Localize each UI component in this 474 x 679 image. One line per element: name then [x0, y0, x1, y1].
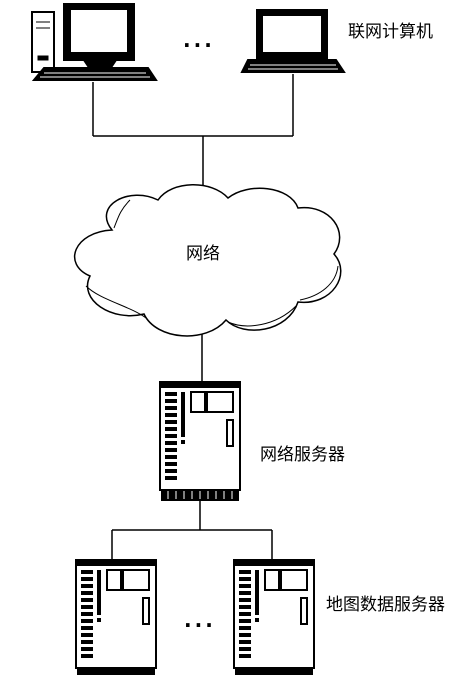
network-cloud-icon [73, 184, 342, 337]
laptop-computer-icon [240, 9, 346, 73]
computers-ellipsis: ... [183, 28, 215, 52]
networked-computers-label: 联网计算机 [348, 22, 433, 42]
map-data-server-icon-1 [75, 559, 157, 677]
map-data-servers-label: 地图数据服务器 [326, 595, 445, 615]
network-server-icon [159, 381, 241, 501]
network-server-label: 网络服务器 [260, 445, 345, 465]
server-connection-lines [111, 500, 273, 560]
computer-connection-lines [92, 74, 294, 196]
map-data-server-icon-2 [233, 559, 315, 677]
desktop-computer-icon [31, 3, 158, 81]
servers-ellipsis: ... [184, 608, 216, 632]
network-label: 网络 [186, 244, 220, 264]
